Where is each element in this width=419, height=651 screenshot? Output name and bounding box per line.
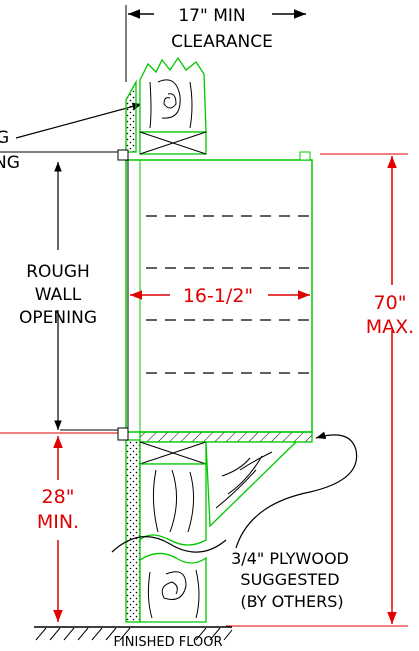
clearance-label-1: 17" MIN [178,6,245,26]
height-label-1: 70" [374,292,407,314]
break-line [111,536,227,553]
rough-label-2: WALL [35,285,82,305]
sill-height-label-1: 28" [42,486,75,508]
support-bracket [205,441,298,528]
unit-box [117,149,313,433]
floor-line [34,626,233,641]
height-label-2: MAX. [366,316,414,338]
width-dim-label: 16-1/2" [183,285,253,307]
rough-label-1: ROUGH [26,262,90,282]
rough-label-3: OPENING [19,308,97,328]
sill-plywood [117,427,313,465]
wall-drywall [125,79,141,623]
leader-arrow-top [15,102,143,139]
lower-stud [139,463,207,623]
height-dimension [226,153,408,627]
left-cut-label-2: NG [0,153,20,173]
plywood-label-3: (BY OTHERS) [240,592,343,611]
floor-label: FINISHED FLOOR [113,635,222,650]
plywood-label-1: 3/4" PLYWOOD [231,549,349,568]
header-stud [139,56,207,155]
plywood-label-2: SUGGESTED [240,570,339,589]
clearance-label-2: CLEARANCE [171,32,273,52]
clearance-dimension [125,5,306,82]
plywood-leader [235,431,358,549]
sill-height-label-2: MIN. [37,511,79,533]
left-cut-label-1: G [0,128,9,148]
